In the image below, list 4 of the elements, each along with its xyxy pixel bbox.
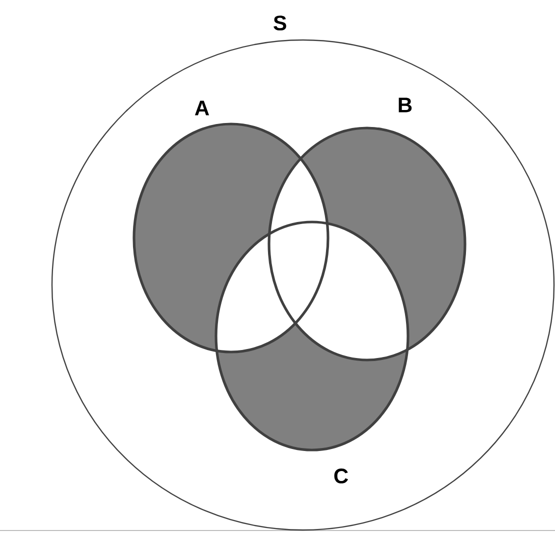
set-label: S bbox=[274, 16, 286, 30]
set-label: A bbox=[194, 100, 210, 116]
set-label: B bbox=[398, 98, 412, 112]
set-label: C bbox=[334, 468, 348, 484]
